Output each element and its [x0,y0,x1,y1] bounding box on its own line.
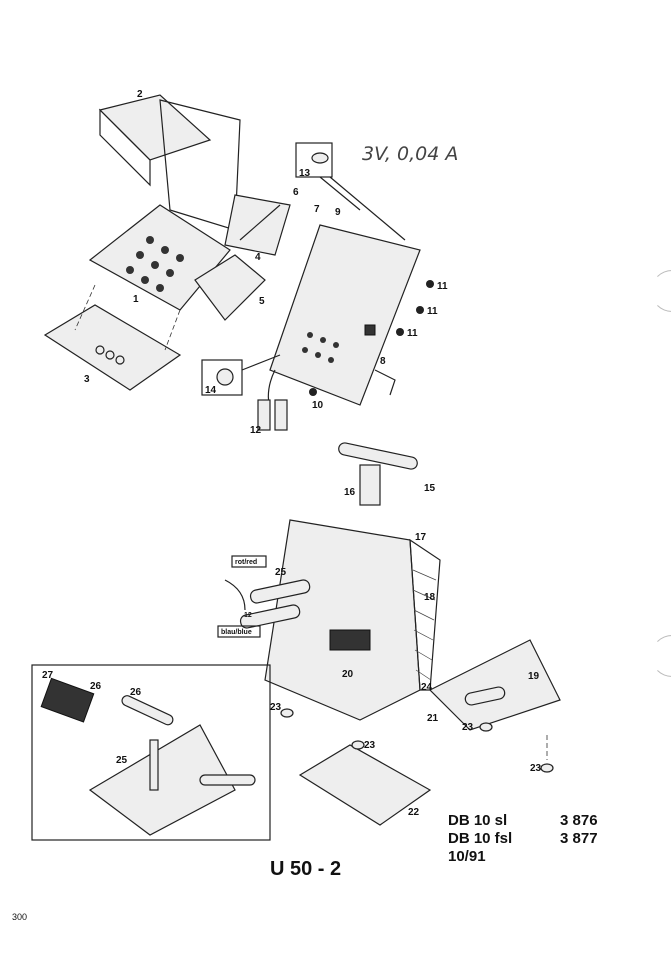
callout-27: 27 [42,670,54,681]
callout-23b: 23 [364,740,376,751]
callout-13: 13 [299,168,311,179]
callout-12-small: 12 [244,612,252,619]
callout-23c: 23 [462,722,474,733]
keypad-panel-part [88,204,231,311]
callout-26a: 26 [90,681,102,692]
callout-6: 6 [293,187,299,198]
callout-19: 19 [528,671,540,682]
cable-clips-part [257,369,288,431]
callout-4: 4 [255,252,261,263]
model-number: 3 876 [560,812,598,829]
callout-11b: 11 [427,306,438,317]
circuit-board-part [269,224,421,406]
knob-inset [201,354,281,396]
page-title: U 50 - 2 [270,858,342,880]
callout-10: 10 [312,400,324,411]
wire-tag-red: rot/red [231,555,267,568]
callout-26b: 26 [130,687,142,698]
callout-14: 14 [205,385,217,396]
callout-20: 20 [342,669,354,680]
callout-11c: 11 [407,328,418,339]
callout-23d: 23 [530,763,542,774]
light-tube-part [338,442,418,506]
callout-2: 2 [137,89,143,100]
callout-7: 7 [314,204,320,215]
callout-22: 22 [408,807,420,818]
model-name: DB 10 sl [448,812,508,829]
model-row: DB 10 fsl 3 877 [448,830,598,848]
callout-9: 9 [335,207,341,218]
bottom-cover-part [298,744,432,826]
callout-8: 8 [380,356,386,367]
feet-part [280,708,554,773]
screws-part [309,280,434,396]
callout-25-inset: 25 [116,755,128,766]
housing-part [264,519,441,721]
wire-tag-blue: blau/blue [217,625,261,638]
display-window-part [98,94,241,231]
callout-18: 18 [424,592,436,603]
model-name: DB 10 fsl [448,830,513,847]
date-label: 10/91 [448,848,486,865]
callout-24: 24 [421,682,433,693]
callout-12: 12 [250,425,262,436]
svg-text:blau/blue: blau/blue [221,629,252,636]
callout-11a: 11 [437,281,448,292]
callout-labels: 1 2 3 4 5 6 7 8 9 10 11 11 11 12 13 14 1… [42,89,542,818]
side-rail-part [428,639,561,731]
bulb-inset [295,142,406,241]
callout-5: 5 [259,296,265,307]
callout-1: 1 [133,294,139,305]
page-number: 300 [12,912,28,922]
svg-text:rot/red: rot/red [235,559,257,566]
callout-15: 15 [424,483,436,494]
battery-holder-part [224,579,311,629]
lcd-glass-part [224,194,291,256]
model-number: 3 877 [560,830,598,847]
keypad-rubber-part [194,254,266,321]
handwritten-note: 3V, 0,04 A [362,143,458,165]
model-row: DB 10 sl 3 876 [448,812,598,830]
callout-16: 16 [344,487,356,498]
callout-17: 17 [415,532,427,543]
callout-3: 3 [84,374,90,385]
callout-21: 21 [427,713,439,724]
callout-25: 25 [275,567,287,578]
callout-23a: 23 [270,702,282,713]
base-tray-part [43,304,182,391]
detail-inset [31,664,271,841]
